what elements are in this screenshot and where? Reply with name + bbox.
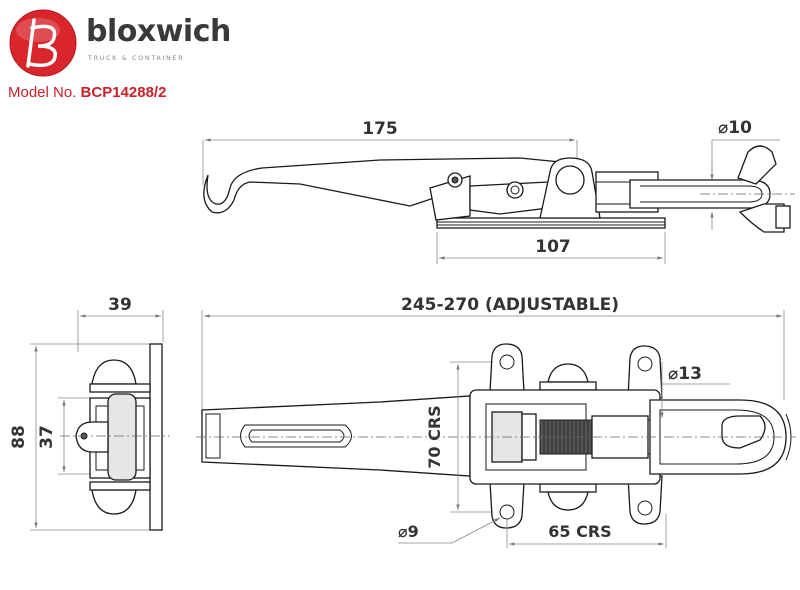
side-bolt-bottom <box>91 489 137 515</box>
logo-b-glyph <box>26 18 57 68</box>
main-view: 245-270 (ADJUSTABLE) 70 CRS <box>196 295 796 548</box>
dim-side-width: 39 <box>108 295 132 315</box>
hole-top-left <box>499 354 515 370</box>
logo-circle <box>9 9 77 77</box>
main-bracket-top-right <box>627 345 663 399</box>
main-bracket-top-left <box>489 343 525 393</box>
hole-top-right <box>637 356 653 372</box>
bloxwich-logo-mark <box>9 9 77 77</box>
dim-hole-dia: ⌀9 <box>398 522 419 541</box>
dim-shackle-dia: ⌀13 <box>668 364 702 384</box>
hole-bottom-right <box>637 500 653 516</box>
side-handle-end <box>107 393 137 481</box>
side-view: 39 88 37 <box>9 295 170 531</box>
top-link <box>469 181 549 215</box>
model-number: Model No. BCP14288/2 <box>8 84 166 101</box>
dim-side-height: 88 <box>9 425 29 449</box>
side-back-plate <box>149 343 163 531</box>
model-prefix: Model No. <box>8 84 77 101</box>
brand-tagline: TRUCK & CONTAINER <box>88 54 185 62</box>
dim-hole-spacing-h: 65 CRS <box>548 522 611 541</box>
top-base-plate <box>436 217 666 229</box>
top-view: 175 107 ⌀10 <box>202 118 795 264</box>
main-shackle-pin <box>721 415 766 449</box>
model-code: BCP14288/2 <box>80 84 167 101</box>
side-bolt-top <box>91 359 137 385</box>
brand-name: bloxwich <box>86 14 231 49</box>
dim-top-base: 107 <box>535 237 571 257</box>
dim-main-length: 245-270 (ADJUSTABLE) <box>401 295 619 315</box>
logo-highlight <box>16 18 60 42</box>
dim-top-length: 175 <box>362 119 398 139</box>
side-pin <box>75 421 109 453</box>
top-keeper <box>737 145 777 185</box>
dim-top-pin-dia: ⌀10 <box>718 118 752 138</box>
dim-side-inner: 37 <box>37 425 57 449</box>
main-bracket-bottom-right <box>627 475 663 525</box>
main-handle-slot <box>240 424 352 448</box>
